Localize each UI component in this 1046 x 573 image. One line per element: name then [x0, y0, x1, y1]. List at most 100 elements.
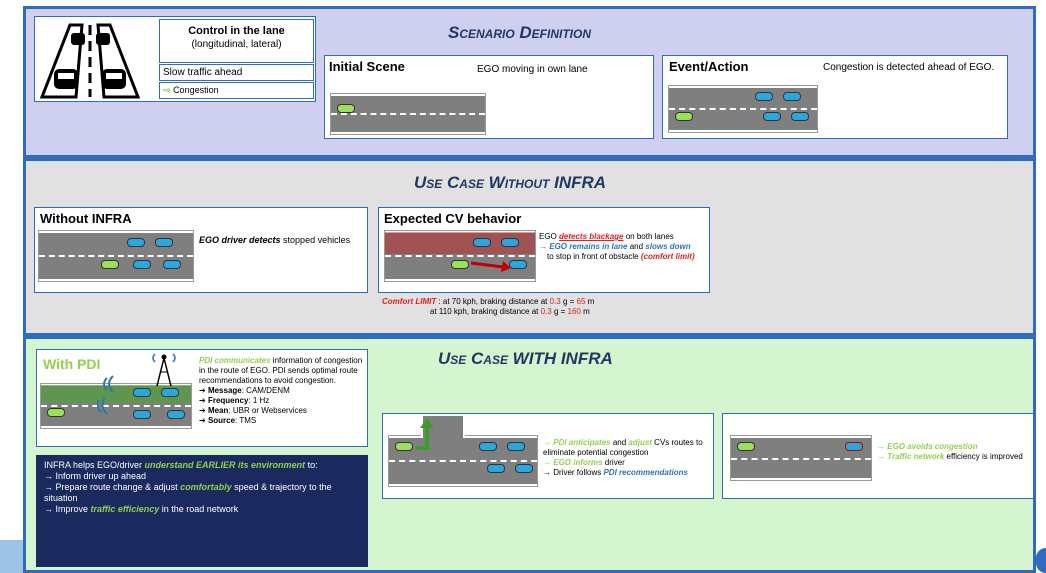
cv-car [473, 238, 491, 247]
comfort-limit-text: Comfort LIMIT : at 70 kph, braking dista… [382, 297, 712, 317]
scenario-band: Scenario Definition Control in the lane … [23, 6, 1036, 158]
source-label: Source [207, 416, 236, 425]
lane-marking [669, 108, 817, 110]
with-infra-title: Use Case WITH INFRA [438, 349, 613, 368]
ego-car [395, 442, 413, 451]
slow-traffic-label: Slow traffic ahead [163, 67, 243, 78]
right-2a: Traffic network [887, 452, 945, 461]
event-title: Event/Action [669, 59, 749, 74]
lane-marking [389, 460, 537, 462]
without-infra-card: Without INFRA EGO driver detects stopped… [34, 207, 368, 293]
control-box: Control in the lane (longitudinal, later… [159, 19, 314, 63]
driver-detects-rest: stopped vehicles [280, 235, 351, 245]
lane-marking [731, 458, 871, 460]
cv-car [163, 260, 181, 269]
scenario-title: Scenario Definition [448, 23, 592, 42]
right-accent [1036, 548, 1046, 573]
mean-val: : UBR or Webservices [228, 406, 307, 415]
event-text: Congestion is detected ahead of EGO. [823, 62, 995, 73]
cv-car [133, 260, 151, 269]
ego-car [47, 408, 65, 417]
mid-2a: EGO informs [553, 458, 603, 467]
msg-val: : CAM/DENM [241, 386, 290, 395]
cv-line3: to stop in front of obstacle [547, 252, 641, 261]
lane-marking [385, 255, 535, 257]
driver-detects-bold: EGO driver detects [199, 235, 281, 245]
congestion-box: ⇨ Congestion [159, 82, 314, 99]
driver-detects-text: EGO driver detects stopped vehicles [199, 234, 367, 246]
cv-car [487, 464, 505, 473]
comfort-m1: m [585, 297, 595, 306]
cv-car [133, 388, 151, 397]
mid-3b: PDI recommendations [603, 468, 688, 477]
without-infra-band: Use Case Without INFRA Without INFRA EGO… [23, 158, 1036, 336]
cv-line3b: (comfort limit) [640, 252, 695, 261]
two-lane-traffic-icon [40, 23, 140, 99]
right-2b: efficiency is improved [944, 452, 1023, 461]
pdi-card: With PDI PDI communicates information of… [36, 349, 368, 447]
infra-3a: Improve [55, 504, 91, 514]
infra-2b: comfortably [180, 482, 232, 492]
infra-1: Inform driver up ahead [55, 471, 147, 481]
freq-label: Frequency [207, 396, 249, 405]
infra-a: INFRA helps EGO/driver [44, 460, 145, 470]
ego-car [737, 442, 755, 451]
mid-1b: and [610, 438, 629, 447]
without-infra-card-title: Without INFRA [40, 211, 132, 226]
cv-line2a: EGO remains in lane [549, 242, 628, 251]
infra-2a: Prepare route change & adjust [55, 482, 181, 492]
reroute-arrow-icon [417, 418, 434, 450]
comfort-1b: g = [560, 297, 577, 306]
pdi-routing-card: → PDI anticipates and adjust CVs routes … [382, 413, 714, 499]
cv-car [479, 442, 497, 451]
cv-behavior-text: EGO detects blackage on both lanes → EGO… [539, 232, 695, 261]
without-infra-title: Use Case Without INFRA [414, 173, 607, 192]
comfort-2a: at 110 kph, braking distance at [430, 307, 541, 316]
cv-car [161, 388, 179, 397]
expected-cv-card: Expected CV behavior EGO detects blackag… [378, 207, 710, 293]
comfort-2v: 160 [567, 307, 581, 316]
slow-down-arrow-icon [471, 261, 511, 272]
initial-scene-text: EGO moving in own lane [477, 64, 588, 75]
infra-3b: traffic efficiency [90, 504, 160, 514]
cv-car [509, 260, 527, 269]
slow-traffic-box: Slow traffic ahead [159, 64, 314, 81]
cv-car [755, 92, 773, 101]
infra-c: to: [305, 460, 318, 470]
cv-car [783, 92, 801, 101]
cv-car [501, 238, 519, 247]
mid-1d: CVs routes to eliminate potential conges… [543, 438, 703, 457]
pdi-text-rest: information of congestion in the route o… [199, 356, 363, 385]
cv-line1b: detects blackage [559, 232, 624, 241]
cv-car [791, 112, 809, 121]
pdi-routing-text: → PDI anticipates and adjust CVs routes … [543, 438, 703, 477]
infra-helps-box: INFRA helps EGO/driver understand EARLIE… [36, 455, 368, 567]
control-subtitle: (longitudinal, lateral) [191, 39, 282, 50]
ego-car [337, 104, 355, 113]
cv-car [127, 238, 145, 247]
comfort-g1: 0.3 [549, 297, 561, 306]
event-card: Event/Action Congestion is detected ahea… [662, 55, 1008, 139]
cv-car [515, 464, 533, 473]
cv-car [133, 410, 151, 419]
avoid-congestion-text: → EGO avoids congestion → Traffic networ… [877, 442, 1023, 461]
cv-line2b: and [627, 242, 646, 251]
lane-marking [41, 405, 191, 407]
pdi-title: With PDI [43, 356, 101, 372]
initial-scene-title: Initial Scene [329, 59, 405, 74]
comfort-g2: 0.3 [540, 307, 552, 316]
mean-label: Mean [207, 406, 229, 415]
pdi-text: PDI communicates information of congesti… [199, 356, 363, 425]
control-title: Control in the lane [188, 25, 285, 37]
mid-1a: PDI anticipates [553, 438, 611, 447]
cv-line1a: EGO [539, 232, 560, 241]
recommended-lane-highlight [41, 385, 191, 403]
freq-val: : 1 Hz [248, 396, 270, 405]
infra-3c: in the road network [159, 504, 239, 514]
signal-waves-icon [97, 375, 114, 415]
control-card: Control in the lane (longitudinal, later… [34, 16, 316, 102]
comfort-m2: m [580, 307, 590, 316]
avoid-congestion-card: → EGO avoids congestion → Traffic networ… [722, 413, 1034, 499]
blockage-highlight [385, 232, 535, 254]
cv-car [763, 112, 781, 121]
